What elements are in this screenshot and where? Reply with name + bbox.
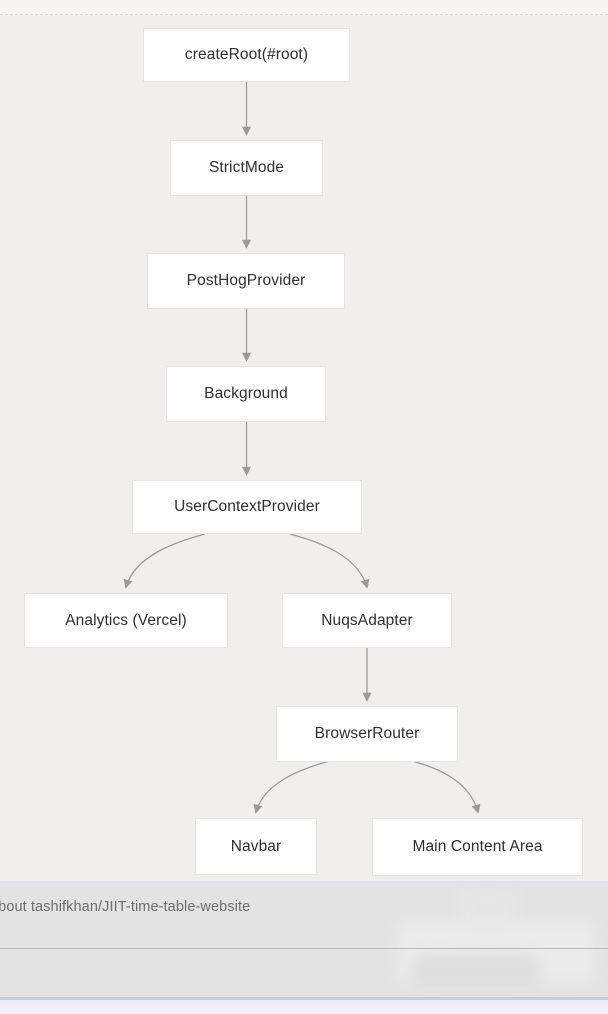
node-label: Main Content Area [412,838,543,855]
node-label: Navbar [230,837,282,855]
node-main-content-area[interactable]: Main Content Area [372,818,583,876]
node-label: BrowserRouter [314,725,420,742]
node-browserrouter[interactable]: BrowserRouter [276,706,458,762]
node-label: PostHogProvider [186,272,306,289]
node-label: UserContextProvider [174,498,320,515]
top-dashed-separator [0,0,608,15]
node-strictmode[interactable]: StrictMode [170,140,323,196]
node-nuqsadapter[interactable]: NuqsAdapter [282,593,452,648]
flowchart-edges [123,82,481,814]
node-label: createRoot(#root) [184,46,309,63]
bottom-overlay-panel[interactable]: about tashifkhan/JIIT-time-table-website [0,881,608,1000]
overlay-divider [0,948,608,949]
node-createroot[interactable]: createRoot(#root) [143,28,350,82]
node-label: Background [204,385,288,402]
node-label: StrictMode [208,159,285,176]
node-analytics-vercel[interactable]: Analytics (Vercel) [24,593,228,648]
bottom-glow [0,1000,608,1014]
flowchart-canvas[interactable]: createRoot(#root) StrictMode PostHogProv… [0,16,608,881]
node-navbar[interactable]: Navbar [195,818,317,875]
node-label: NuqsAdapter [321,611,413,629]
blurred-button-placeholder [412,955,540,985]
node-background[interactable]: Background [166,366,326,422]
blurred-icon-placeholder [458,889,516,935]
overlay-caption: about tashifkhan/JIIT-time-table-website [0,899,251,915]
node-label: Analytics (Vercel) [65,611,187,629]
node-usercontextprovider[interactable]: UserContextProvider [132,480,362,534]
node-posthogprovider[interactable]: PostHogProvider [147,253,345,309]
